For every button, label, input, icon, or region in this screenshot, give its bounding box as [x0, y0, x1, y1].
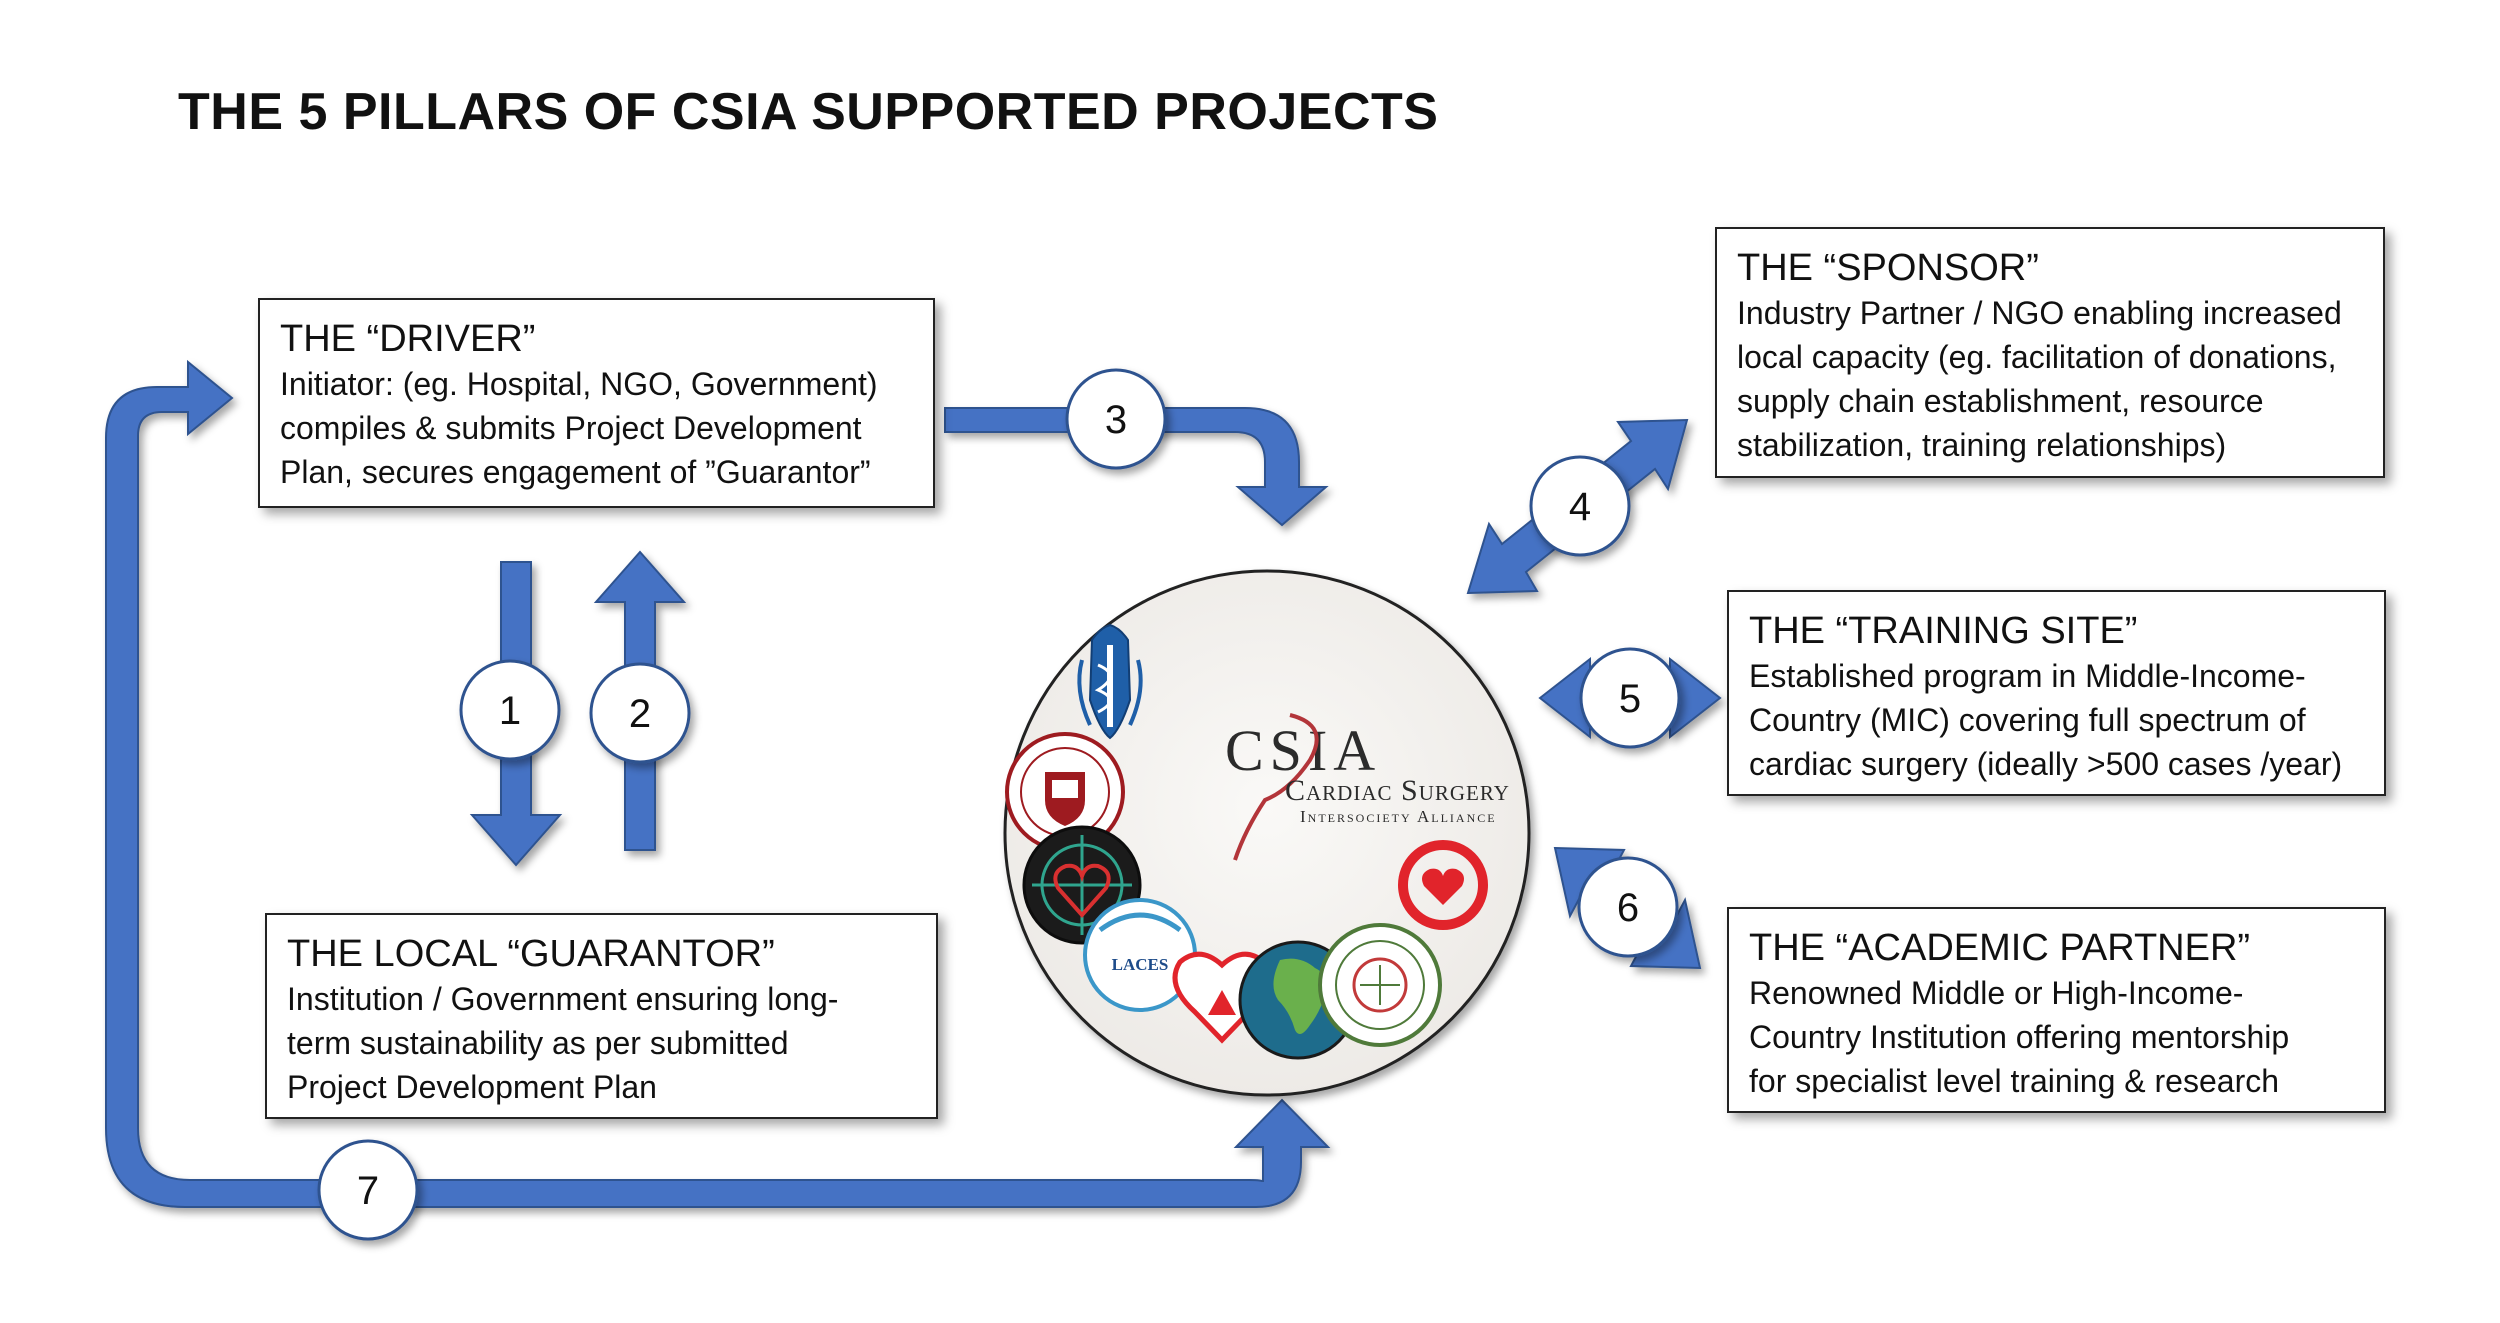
academic-partner-box: THE “ACADEMIC PARTNER” Renowned Middle o…: [1727, 907, 2386, 1113]
caduceus-badge-icon: [1077, 623, 1143, 740]
step-5-label: 5: [1619, 677, 1641, 721]
driver-line-3: Plan, secures engagement of ”Guarantor”: [280, 454, 871, 490]
step-circles: 1 2 3 4 5 6 7: [317, 368, 1681, 1241]
driver-title: THE “DRIVER”: [280, 318, 536, 360]
academic-partner-title: THE “ACADEMIC PARTNER”: [1749, 927, 2251, 969]
sponsor-line-4: stabilization, training relationships): [1737, 427, 2227, 463]
red-ring-heart-badge-icon: [1398, 840, 1488, 930]
driver-box: THE “DRIVER” Initiator: (eg. Hospital, N…: [258, 298, 935, 508]
step-3-circle: 3: [1065, 368, 1167, 470]
sponsor-line-3: supply chain establishment, resource: [1737, 383, 2264, 419]
academic-partner-line-3: for specialist level training & research: [1749, 1063, 2280, 1099]
step-2-label: 2: [629, 692, 651, 736]
page-title: THE 5 PILLARS OF CSIA SUPPORTED PROJECTS: [178, 83, 1439, 141]
sponsor-title: THE “SPONSOR”: [1737, 247, 2039, 289]
step-6-label: 6: [1617, 886, 1639, 930]
sponsor-box: THE “SPONSOR” Industry Partner / NGO ena…: [1715, 227, 2385, 478]
training-site-box: THE “TRAINING SITE” Established program …: [1727, 590, 2386, 796]
driver-line-1: Initiator: (eg. Hospital, NGO, Governmen…: [280, 366, 878, 402]
step-7-label: 7: [357, 1169, 379, 1213]
academic-partner-line-2: Country Institution offering mentorship: [1749, 1019, 2290, 1055]
step-7-circle: 7: [317, 1139, 419, 1241]
guarantor-line-2: term sustainability as per submitted: [287, 1025, 789, 1061]
training-site-line-3: cardiac surgery (ideally >500 cases /yea…: [1749, 746, 2343, 782]
csia-logo: LACES CSIA Cardiac Surgery Inte: [1003, 569, 1531, 1097]
guarantor-line-1: Institution / Government ensuring long-: [287, 981, 839, 1017]
sts-badge-icon: [1005, 732, 1125, 852]
training-site-line-2: Country (MIC) covering full spectrum of: [1749, 702, 2306, 738]
sponsor-line-1: Industry Partner / NGO enabling increase…: [1737, 295, 2342, 331]
guarantor-title: THE LOCAL “GUARANTOR”: [287, 933, 775, 975]
guarantor-line-3: Project Development Plan: [287, 1069, 657, 1105]
step-5-circle: 5: [1579, 647, 1681, 749]
step-4-label: 4: [1569, 485, 1591, 529]
step-6-circle: 6: [1577, 856, 1679, 958]
academic-partner-line-1: Renowned Middle or High-Income-: [1749, 975, 2244, 1011]
guarantor-box: THE LOCAL “GUARANTOR” Institution / Gove…: [265, 913, 938, 1119]
step-1-label: 1: [499, 689, 521, 733]
step-2-circle: 2: [589, 662, 691, 764]
asian-society-badge-icon: [1318, 923, 1442, 1047]
driver-line-2: compiles & submits Project Development: [280, 410, 862, 446]
laces-label: LACES: [1112, 955, 1169, 974]
laces-badge-icon: LACES: [1083, 898, 1197, 1012]
step-1-circle: 1: [459, 659, 561, 761]
arrow-7: [105, 359, 1331, 1208]
step-4-circle: 4: [1529, 455, 1631, 557]
logo-line1: Cardiac Surgery: [1285, 774, 1510, 807]
sponsor-line-2: local capacity (eg. facilitation of dona…: [1737, 339, 2337, 375]
training-site-title: THE “TRAINING SITE”: [1749, 610, 2138, 652]
training-site-line-1: Established program in Middle-Income-: [1749, 658, 2306, 694]
step-3-label: 3: [1105, 398, 1127, 442]
logo-line2: Intersociety Alliance: [1300, 807, 1497, 826]
